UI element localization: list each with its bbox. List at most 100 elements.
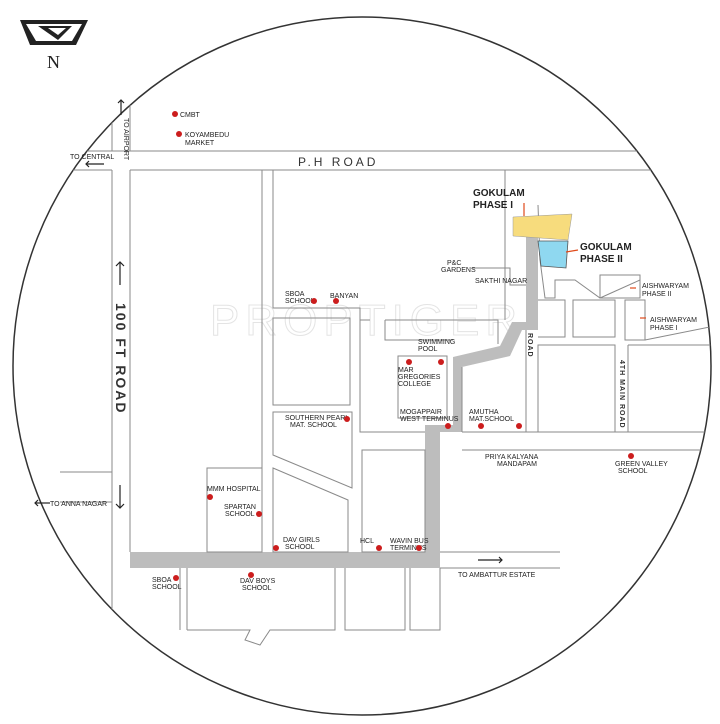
priya-kalyana-label-2: MANDAPAM [497,461,537,468]
swimming-pool-label-2: POOL [418,346,438,353]
sboa-top-marker [311,298,317,304]
north-label: N [47,52,60,72]
road-network [60,100,711,646]
banyan-label: BANYAN [330,293,358,300]
mogappair-label-2: WEST TERMINUS [400,416,459,423]
wavin-label-1: WAVIN BUS [390,538,429,545]
block-inner [385,319,499,344]
to-anna-nagar-label: TO ANNA NAGAR [50,501,107,508]
block-r1 [538,299,566,338]
sboa-bottom-marker [173,575,179,581]
road-right-horiz [462,431,711,451]
block-bottom-right [344,568,441,631]
aishwaryam-phase-1-label-2: PHASE I [650,325,678,332]
gokulam-phase-1-label-1: GOKULAM [473,188,525,199]
southern-pearl-marker [344,416,350,422]
koyambedu-label-1: KOYAMBEDU [185,132,229,139]
road-ambattur [440,551,560,569]
southern-pearl-label-1: SOUTHERN PEARL [285,415,349,422]
mar-gregories-label-2: GREGORIES [398,374,441,381]
road-pc-gardens [472,267,526,286]
road-4th-main [627,344,711,432]
spartan-label-2: SCHOOL [225,511,255,518]
block-mmm [206,467,263,553]
to-anna-nagar-arrow [34,499,50,507]
green-valley-marker [628,453,634,459]
ph-road-label: P.H ROAD [298,155,378,169]
priya-kalyana-label-1: PRIYA KALYANA [485,454,539,461]
phase2-pointer [565,249,579,253]
aishwaryam-phase-2-label-1: AISHWARYAM [642,283,689,290]
mar-gregories-marker [406,359,412,365]
amutha-label-2: MAT.SCHOOL [469,416,514,423]
amutha-label-1: AMUTHA [469,409,499,416]
wavin-marker [416,545,422,551]
gokulam-phase-2-plot [537,240,569,269]
block-top-right [273,169,506,320]
wavin-label-2: TERMINUS [390,545,427,552]
sakthi-nagar-label: SAKTHI NAGAR [475,278,527,285]
block-left [130,169,263,552]
hundred-ft-road-label: 100 FT ROAD [113,303,129,414]
aishwaryam-phase-2-label-2: PHASE II [642,291,672,298]
dav-boys-label-1: DAV BOYS [240,578,276,585]
koyambedu-label-2: MARKET [185,140,215,147]
sboa-bottom-label-1: SBOA [152,577,172,584]
sboa-top-label-2: SCHOOL [285,298,315,305]
road-amutha [461,330,527,432]
hundred-ft-road-arrow-up [115,261,125,285]
cmbt-label: CMBT [180,112,201,119]
southern-pearl-label-2: MAT. SCHOOL [290,422,337,429]
sboa-top-label-1: SBOA [285,291,305,298]
block-inner-b [384,320,453,341]
to-airport-arrow [117,99,125,115]
block-aish2 [599,274,641,299]
gokulam-phase-1-plot [512,213,573,241]
gokulam-phase-2-label-2: PHASE II [580,254,623,265]
mmm-hospital-marker [207,494,213,500]
priya-kalyana-marker [516,423,522,429]
mogappair-marker [445,423,451,429]
hcl-label: HCL [360,538,374,545]
main-route [130,237,538,568]
aishwaryam-phase-1-label-1: AISHWARYAM [650,317,697,324]
map-boundary-circle [12,16,712,716]
block-mar [397,355,448,419]
to-ambattur-estate-label: TO AMBATTUR ESTATE [458,572,536,579]
to-ambattur-arrow [478,556,503,564]
block-southern-pearl [272,411,353,489]
block-bottom-left [179,568,336,646]
hundred-ft-road-arrow-down [115,485,125,509]
to-airport-label: TO AIRPORT [122,118,129,161]
mmm-hospital-label: MMM HOSPITAL [207,486,261,493]
hcl-marker [376,545,382,551]
mar-gregories-label-1: MAR [398,367,414,374]
green-valley-label-2: SCHOOL [618,468,648,475]
dav-girls-label-2: SCHOOL [285,544,315,551]
spartan-label-1: SPARTAN [224,504,256,511]
dav-girls-label-1: DAV GIRLS [283,537,320,544]
koyambedu-marker [176,131,182,137]
mogappair-label-1: MOGAPPAIR [400,409,442,416]
swimming-pool-label-1: SWIMMING [418,339,455,346]
mar-gregories-label-3: COLLEGE [398,381,431,388]
gokulam-phase-2-label-1: GOKULAM [580,242,632,253]
spartan-marker [256,511,262,517]
block-top-mid-b [359,320,425,433]
pc-gardens-label-2: GARDENS [441,267,476,274]
road-label-vertical: ROAD [526,333,533,358]
hundred-ft-road-label-group: 100 FT ROAD [113,303,129,414]
compass-icon [20,20,88,45]
sboa-bottom-label-2: SCHOOL [152,584,182,591]
dav-girls-marker [273,545,279,551]
pc-gardens-label-1: P&C [447,260,461,267]
dav-boys-marker [248,572,254,578]
block-dav-girls [272,467,349,553]
gokulam-phase-1-label-2: PHASE I [473,200,513,211]
swimming-pool-marker [438,359,444,365]
block-hcl [361,449,426,553]
block-top-mid [272,170,370,321]
amutha-marker [478,423,484,429]
